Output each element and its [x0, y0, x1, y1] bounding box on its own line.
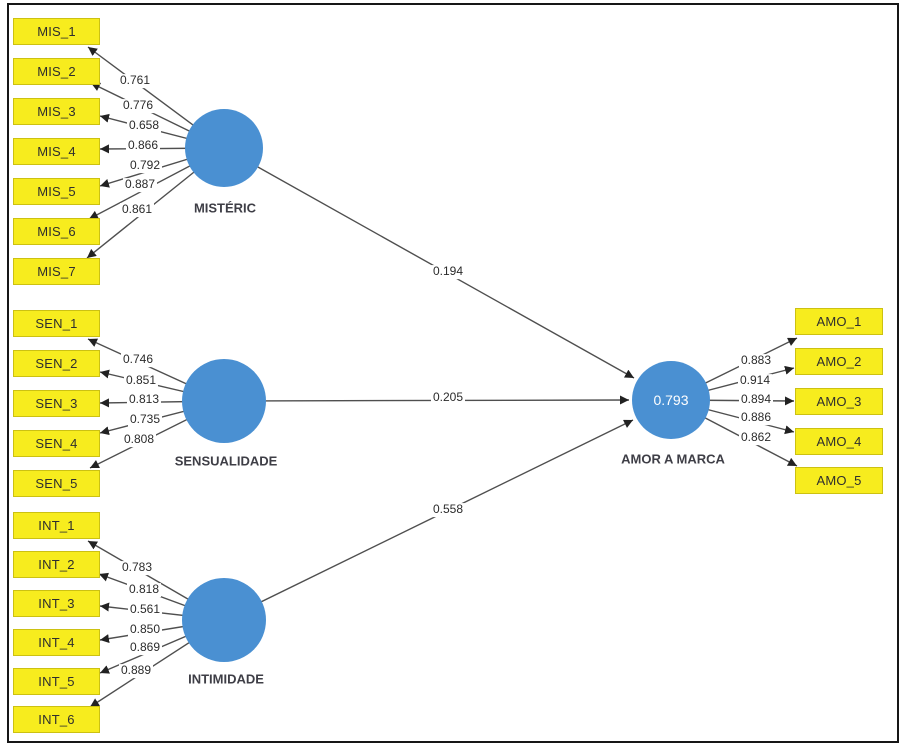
latent-misterio-circle	[185, 109, 263, 187]
loading-int-4: 0.850	[127, 622, 163, 637]
indicator-int-4: INT_4	[13, 629, 100, 656]
indicator-mis-2: MIS_2	[13, 58, 100, 85]
loading-int-2: 0.818	[126, 582, 162, 597]
indicator-sen-2: SEN_2	[13, 350, 100, 377]
loading-mis-3: 0.658	[126, 118, 162, 133]
loading-amo-3: 0.894	[738, 392, 774, 407]
indicator-int-1: INT_1	[13, 512, 100, 539]
loading-sen-4: 0.735	[127, 412, 163, 427]
loading-sen-3: 0.813	[126, 392, 162, 407]
loading-int-6: 0.889	[118, 663, 154, 678]
loading-mis-2: 0.776	[120, 98, 156, 113]
indicator-int-5: INT_5	[13, 668, 100, 695]
indicator-amo-3: AMO_3	[795, 388, 883, 415]
loading-mis-1: 0.761	[117, 73, 153, 88]
indicator-sen-3: SEN_3	[13, 390, 100, 417]
loading-mis-7: 0.861	[119, 202, 155, 217]
loading-int-1: 0.783	[119, 560, 155, 575]
indicator-sen-5: SEN_5	[13, 470, 100, 497]
latent-amor-circle: 0.793	[632, 361, 710, 439]
loading-sen-5: 0.808	[121, 432, 157, 447]
path-coefficient-intimidade: 0.558	[430, 502, 466, 517]
latent-sensualidade-label: SENSUALIDADE	[174, 453, 278, 469]
path-arrow-sensualidade-amor	[223, 395, 630, 405]
indicator-mis-6: MIS_6	[13, 218, 100, 245]
latent-intimidade-circle	[182, 578, 266, 662]
loading-amo-2: 0.914	[737, 373, 773, 388]
path-coefficient-misterio: 0.194	[430, 264, 466, 279]
loading-amo-4: 0.886	[738, 410, 774, 425]
loading-sen-2: 0.851	[123, 373, 159, 388]
loading-amo-1: 0.883	[738, 353, 774, 368]
indicator-amo-4: AMO_4	[795, 428, 883, 455]
loading-mis-6: 0.887	[122, 177, 158, 192]
loading-mis-4: 0.866	[125, 138, 161, 153]
r-squared-value: 0.793	[653, 392, 689, 408]
indicator-mis-3: MIS_3	[13, 98, 100, 125]
indicator-int-3: INT_3	[13, 590, 100, 617]
indicator-sen-4: SEN_4	[13, 430, 100, 457]
loading-amo-5: 0.862	[738, 430, 774, 445]
indicator-int-6: INT_6	[13, 706, 100, 733]
indicator-sen-1: SEN_1	[13, 310, 100, 337]
indicator-mis-1: MIS_1	[13, 18, 100, 45]
indicator-mis-4: MIS_4	[13, 138, 100, 165]
path-coefficient-sensualidade: 0.205	[430, 390, 466, 405]
indicator-mis-7: MIS_7	[13, 258, 100, 285]
loading-int-5: 0.869	[127, 640, 163, 655]
indicator-int-2: INT_2	[13, 551, 100, 578]
latent-sensualidade-circle	[182, 359, 266, 443]
structural-path-arrows	[223, 147, 635, 621]
loading-mis-5: 0.792	[127, 158, 163, 173]
indicator-amo-2: AMO_2	[795, 348, 883, 375]
indicator-amo-1: AMO_1	[795, 308, 883, 335]
diagram-border	[7, 3, 899, 743]
latent-intimidade-label: INTIMIDADE	[188, 671, 264, 687]
path-arrow-intimidade-amor	[223, 419, 634, 621]
loading-int-3: 0.561	[127, 602, 163, 617]
loading-sen-1: 0.746	[120, 352, 156, 367]
latent-misterio-label: MISTÉRIC	[193, 200, 257, 216]
latent-amor-label: AMOR A MARCA	[621, 451, 725, 467]
path-arrow-misterio-amor	[223, 147, 635, 379]
indicator-mis-5: MIS_5	[13, 178, 100, 205]
indicator-amo-5: AMO_5	[795, 467, 883, 494]
